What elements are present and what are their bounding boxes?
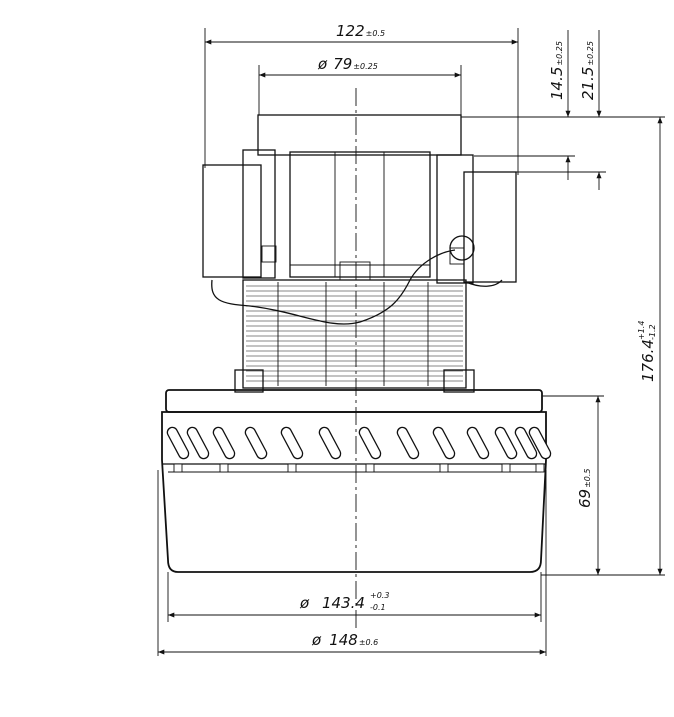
svg-text:-1.2: -1.2	[648, 324, 657, 340]
svg-text:176.4: 176.4	[639, 339, 657, 382]
motor-outline	[202, 114, 517, 389]
wire-leads	[211, 235, 503, 325]
svg-text:+1.4: +1.4	[637, 321, 646, 340]
dim-total-height: 176.4 +1.4 -1.2	[637, 321, 657, 382]
dimension-lines	[157, 28, 665, 656]
svg-text:+0.3: +0.3	[370, 591, 389, 600]
svg-text:143.4: 143.4	[322, 594, 365, 612]
dim-fan-inner-diameter: ø 143.4 +0.3 -0.1	[299, 591, 389, 612]
stator-laminations	[246, 282, 463, 386]
fan-exhaust-slots	[166, 426, 552, 473]
svg-text:ø: ø	[299, 594, 310, 612]
dim-offset-small: 14.5±0.25	[548, 41, 566, 100]
dim-offset-large: 21.5±0.25	[579, 41, 597, 100]
dim-top-width: 122±0.5	[336, 22, 385, 40]
svg-text:-0.1: -0.1	[370, 603, 386, 612]
dim-fan-height: 69±0.5	[576, 468, 594, 508]
